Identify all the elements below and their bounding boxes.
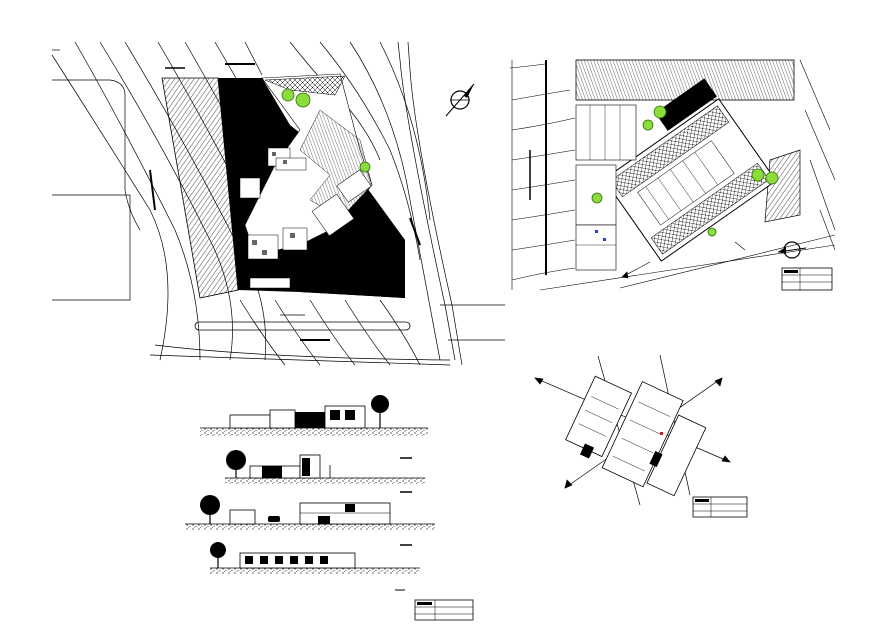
road-island xyxy=(194,321,411,331)
site-plan-view xyxy=(51,41,505,366)
elevations-view xyxy=(185,395,474,621)
plan-trees xyxy=(591,105,779,237)
elevation-2 xyxy=(225,450,425,484)
title-block xyxy=(692,496,748,518)
north-arrow-icon xyxy=(777,241,807,259)
north-arrow-icon xyxy=(445,83,475,117)
elevation-3 xyxy=(185,491,435,530)
title-block xyxy=(781,267,833,291)
title-block xyxy=(414,599,474,621)
elevation-4 xyxy=(210,542,420,591)
floor-plan-view xyxy=(509,59,836,291)
section-plan-view xyxy=(534,354,748,518)
site-trees xyxy=(281,88,371,173)
elevation-1 xyxy=(200,395,428,436)
